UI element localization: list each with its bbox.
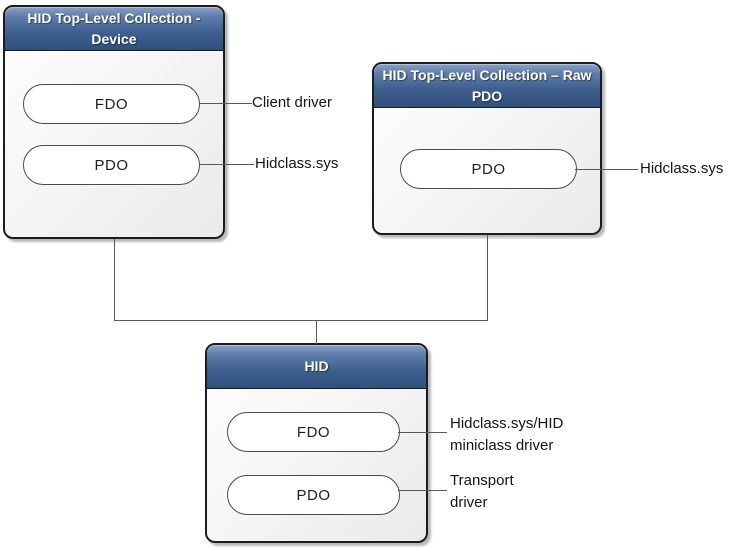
annotation-hidclass-sys-rawpdo: Hidclass.sys (640, 160, 724, 177)
leader-line-device-pdo (200, 164, 254, 165)
pill-hid-fdo-label: FDO (296, 423, 331, 441)
connector-horizontal (114, 320, 488, 321)
annotation-transport-driver: Transport driver (450, 472, 514, 511)
pill-device-pdo: PDO (23, 145, 200, 185)
annotation-hidclass-miniclass-driver: Hidclass.sys/HID miniclass driver (450, 415, 564, 454)
pill-hid-fdo: FDO (227, 412, 400, 452)
pill-device-fdo-label: FDO (94, 95, 129, 113)
annotation-client-driver: Client driver (252, 94, 333, 111)
pill-device-pdo-label: PDO (94, 156, 129, 174)
node-hid-tlc-raw-pdo-header: HID Top-Level Collection – Raw PDO (374, 64, 600, 108)
pill-rawpdo-pdo: PDO (400, 149, 577, 189)
pill-hid-pdo: PDO (227, 475, 400, 515)
connector-device-down (114, 239, 115, 321)
leader-line-hid-pdo (398, 490, 447, 491)
node-hid-title: HID (304, 358, 329, 374)
connector-hid-up (316, 321, 317, 344)
node-hid-tlc-device: HID Top-Level Collection - Device FDO PD… (3, 5, 225, 239)
node-hid-header: HID (207, 345, 426, 389)
annotation-hidclass-sys-device: Hidclass.sys (255, 155, 339, 172)
node-hid-tlc-raw-pdo: HID Top-Level Collection – Raw PDO PDO (372, 62, 602, 235)
node-hid-tlc-device-header: HID Top-Level Collection - Device (5, 7, 223, 51)
node-hid-tlc-device-title: HID Top-Level Collection - Device (27, 9, 201, 47)
leader-line-hid-fdo (398, 432, 447, 433)
pill-hid-pdo-label: PDO (296, 486, 331, 504)
node-hid: HID FDO PDO (205, 343, 428, 543)
leader-line-device-fdo (200, 103, 252, 104)
leader-line-rawpdo-pdo (575, 169, 638, 170)
node-hid-tlc-raw-pdo-title: HID Top-Level Collection – Raw PDO (382, 66, 592, 104)
connector-rawpdo-down (487, 235, 488, 321)
pill-rawpdo-pdo-label: PDO (471, 160, 506, 178)
pill-device-fdo: FDO (23, 84, 200, 124)
